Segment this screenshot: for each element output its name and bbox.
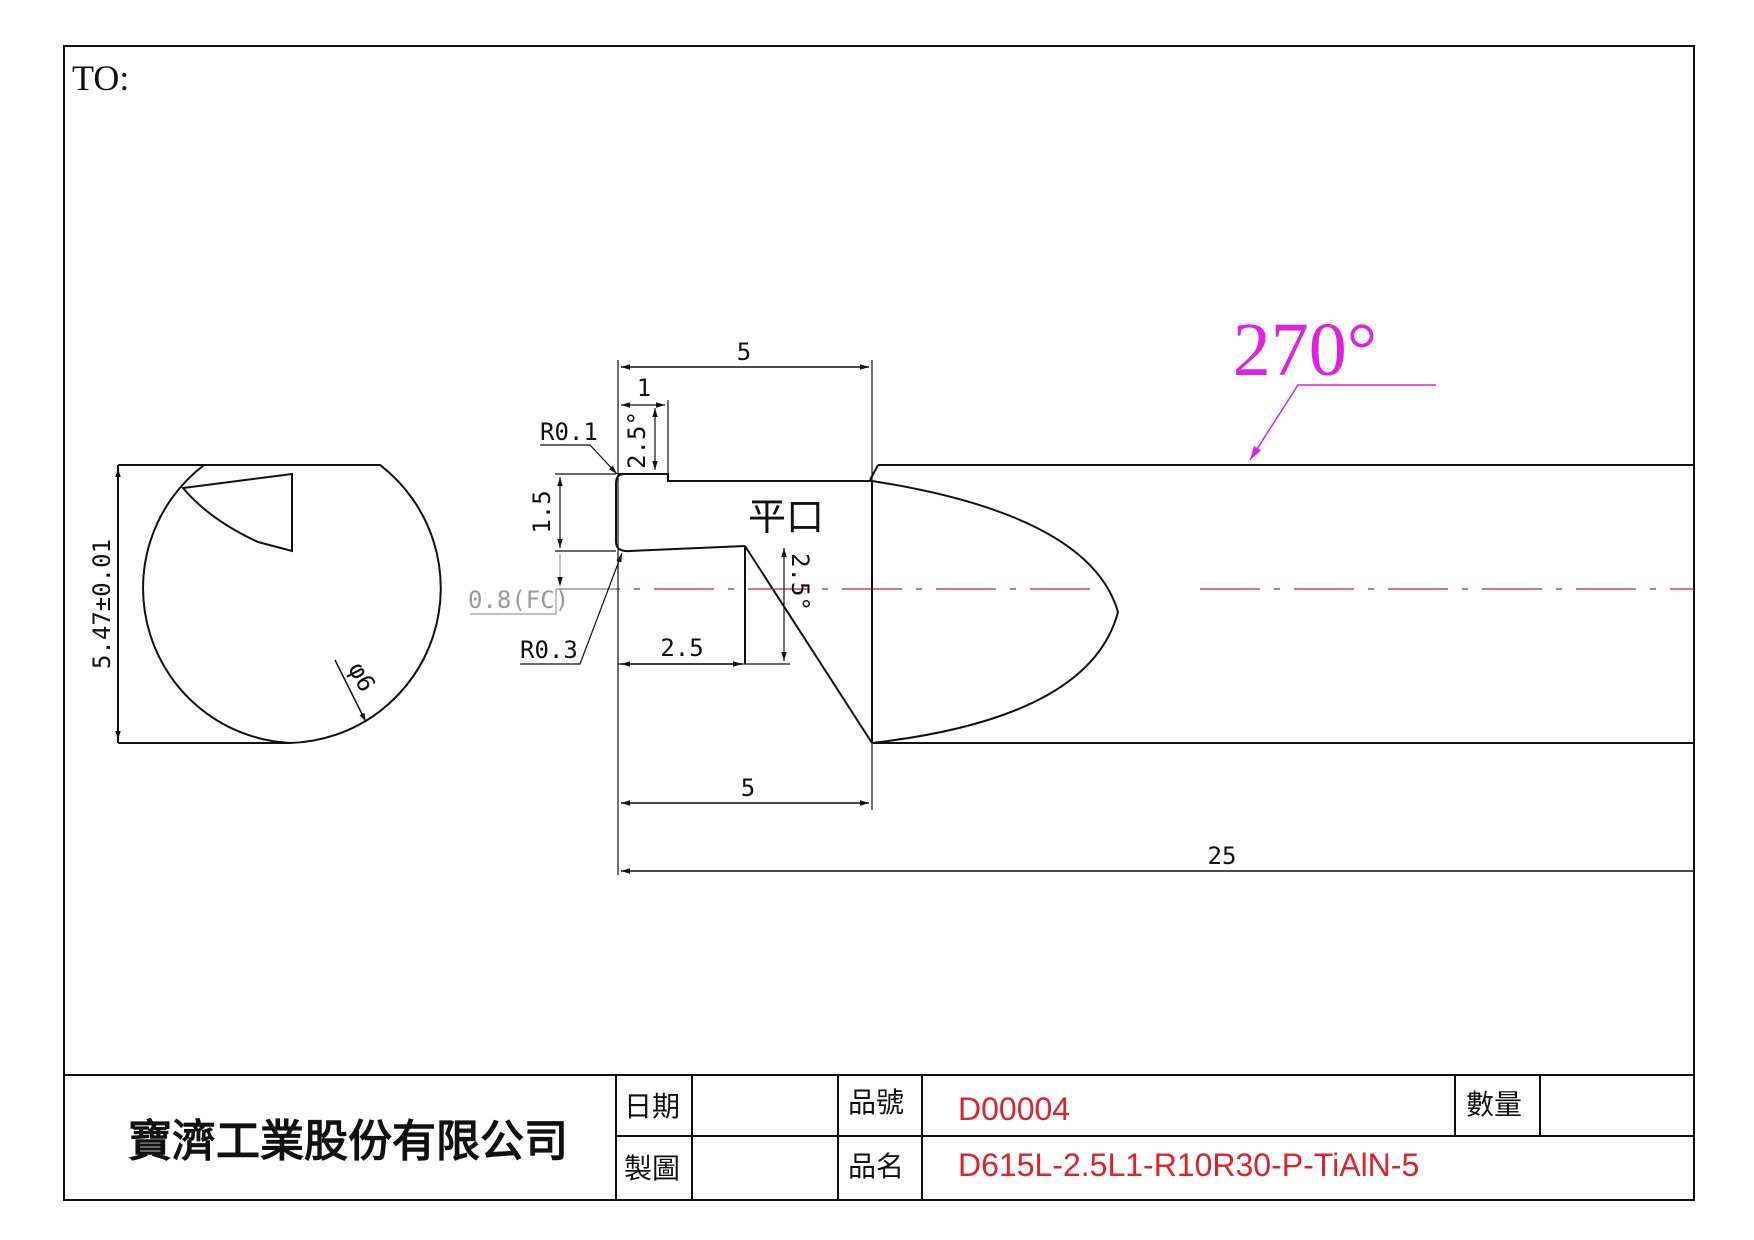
end-view-flute [181,472,293,553]
company-name: 寶濟工業股份有限公司 [128,1116,568,1167]
flat-line [744,545,873,744]
dim-r-top: R0.1 [540,418,598,446]
part-no-label: 品號 [848,1086,904,1119]
rotation-note: 270° [1233,308,1377,392]
dim-total-length: 25 [1208,842,1237,870]
leader-r-top [540,444,618,475]
dim-flat-length: 2.5 [660,634,703,662]
sheet-border [63,45,1695,1201]
leader-fc [470,589,557,615]
side-view [615,464,1694,744]
extension-lines [555,360,873,875]
dim-angle-bottom: 2.5° [786,553,814,611]
shank-outline [869,464,1694,744]
head-outline [615,473,872,553]
dim-bottom-length: 5 [741,774,755,802]
date-label: 日期 [624,1090,680,1123]
title-block [64,1074,1694,1200]
end-view-outline [118,464,442,744]
flute-curve [871,480,1120,744]
dim-angle-top: 2.5° [623,411,651,469]
drawn-label: 製圖 [624,1152,680,1185]
end-view-width-dim: 5.47±0.01 [88,539,116,669]
dim-height: 1.5 [528,490,556,533]
to-label: TO: [72,58,129,98]
part-name-label: 品名 [848,1150,904,1183]
diameter-leader [334,659,367,723]
part-name: D615L-2.5L1-R10R30-P-TiAlN-5 [958,1147,1419,1183]
dim-r-bottom: R0.3 [520,636,578,664]
leader-r-bottom [520,552,623,665]
part-no: D00004 [958,1091,1070,1127]
qty-label: 數量 [1466,1088,1522,1121]
rotation-leader [1249,384,1436,461]
dim-fc: 0.8(FC) [468,586,569,614]
end-view-diameter-dim: φ6 [343,658,381,697]
flat-note: 平口 [748,495,824,539]
dim-top-length: 5 [737,338,751,366]
end-view-arc [142,464,291,744]
end-view [117,464,442,744]
dim-step: 1 [637,374,651,402]
